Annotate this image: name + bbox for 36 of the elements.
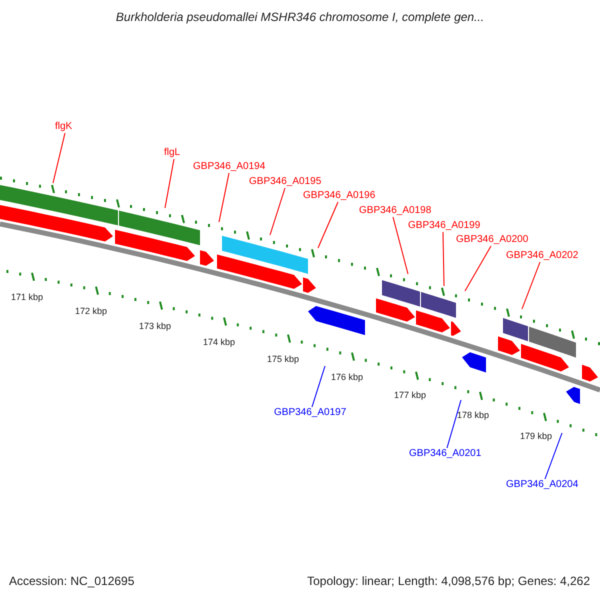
leader-line xyxy=(446,400,462,448)
leader-line xyxy=(464,246,492,292)
scale-label: 176 kbp xyxy=(330,372,364,383)
accession-label: Accession: NC_012695 xyxy=(9,574,134,588)
scale-label: 174 kbp xyxy=(202,336,236,348)
scale-label: 175 kbp xyxy=(266,354,300,365)
gene-label: GBP346_A0200 xyxy=(456,234,528,246)
leader-line xyxy=(544,432,562,480)
scale-label: 172 kbp xyxy=(74,306,108,317)
gene-label: GBP346_A0201 xyxy=(409,448,482,460)
gene-label: GBP346_A0195 xyxy=(249,176,322,188)
gene-label: GBP346_A0202 xyxy=(506,250,578,262)
leader-line xyxy=(392,216,408,274)
scale-label: 173 kbp xyxy=(138,320,172,332)
scale-label: 178 kbp xyxy=(456,410,490,422)
map-title: Burkholderia pseudomallei MSHR346 chromosome I, complete gen... xyxy=(114,10,486,24)
map-info: Topology: linear; Length: 4,098,576 bp; Genes: 4,262 xyxy=(307,574,590,588)
scale-label: 179 kbp xyxy=(520,430,552,442)
gene-label: flgL xyxy=(164,147,180,159)
leader-line xyxy=(52,132,66,184)
leader-line xyxy=(164,158,174,208)
scale-label: 177 kbp xyxy=(394,390,426,402)
gene-label: GBP346_A0194 xyxy=(193,161,266,173)
leader-line xyxy=(442,232,444,286)
scale-label: 171 kbp xyxy=(10,292,44,303)
gene-label: GBP346_A0199 xyxy=(408,220,480,232)
leader-line xyxy=(522,262,540,310)
gene-label: GBP346_A0196 xyxy=(303,190,376,202)
gene-label: GBP346_A0204 xyxy=(506,479,578,491)
leader-line xyxy=(318,202,338,248)
gene-label: flgK xyxy=(55,121,72,133)
gene-label: GBP346_A0197 xyxy=(274,407,346,419)
leader-line xyxy=(312,366,326,408)
leader-line xyxy=(218,172,230,222)
gene-label: GBP346_A0198 xyxy=(359,205,432,217)
leader-line xyxy=(270,188,286,236)
